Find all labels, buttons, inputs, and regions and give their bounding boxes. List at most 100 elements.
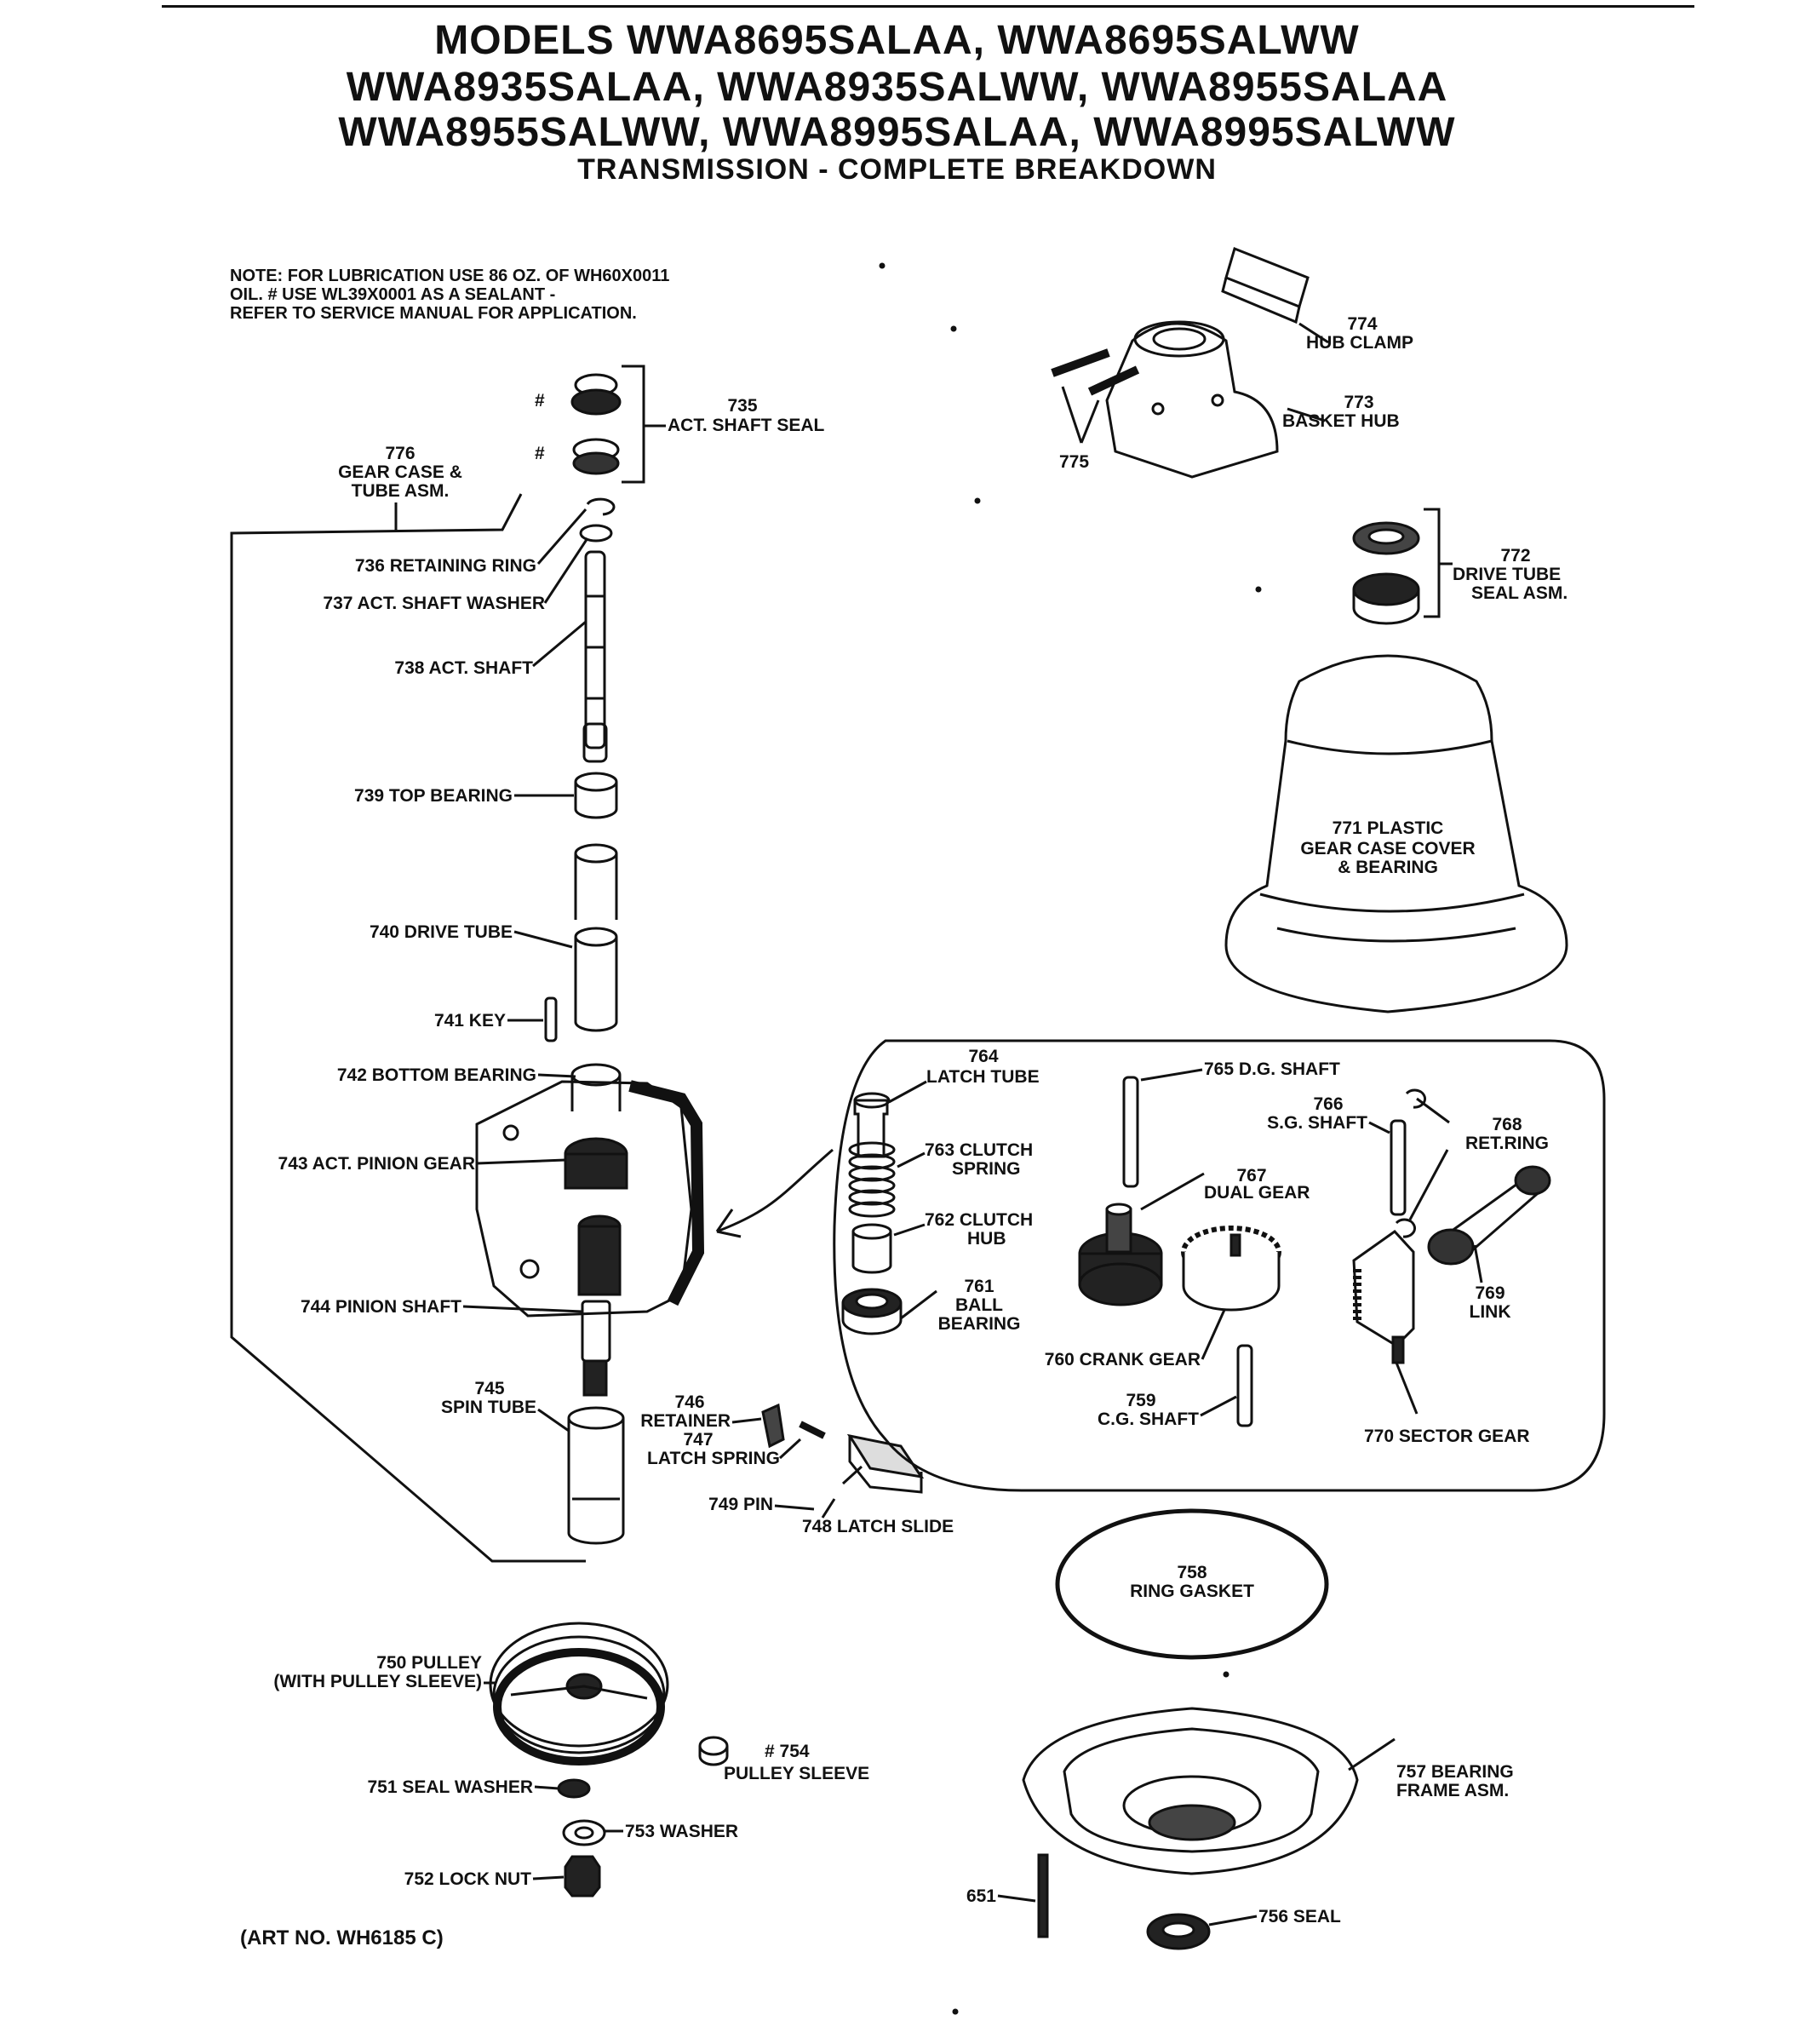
label-776-line1: GEAR CASE & bbox=[338, 462, 462, 482]
label-758-num: 758 bbox=[1177, 1563, 1207, 1582]
note-line-1: NOTE: FOR LUBRICATION USE 86 OZ. OF WH60… bbox=[230, 267, 670, 285]
label-758-name: RING GASKET bbox=[1130, 1582, 1254, 1601]
label-767-num: 767 bbox=[1236, 1166, 1267, 1186]
page-title-line-2: WWA8935SALAA, WWA8935SALWW, WWA8955SALAA bbox=[346, 65, 1448, 110]
label-772-num: 772 bbox=[1500, 546, 1531, 566]
label-752: 752 LOCK NUT bbox=[404, 1869, 531, 1889]
sg-shaft-part[interactable] bbox=[1369, 1121, 1405, 1214]
label-770: 770 SECTOR GEAR bbox=[1364, 1427, 1530, 1446]
lock-nut-part[interactable] bbox=[533, 1857, 599, 1896]
drive-tube-seal-part[interactable] bbox=[1354, 509, 1453, 623]
label-741: 741 KEY bbox=[433, 1011, 506, 1031]
note-line-3: REFER TO SERVICE MANUAL FOR APPLICATION. bbox=[230, 304, 637, 323]
label-776-num: 776 bbox=[385, 444, 416, 463]
label-771-line2: GEAR CASE COVER bbox=[1300, 839, 1476, 858]
label-747-num: 747 bbox=[683, 1430, 714, 1450]
label-773-name: BASKET HUB bbox=[1282, 411, 1400, 431]
label-774-name: HUB CLAMP bbox=[1306, 333, 1413, 353]
label-771-line3: & BEARING bbox=[1338, 858, 1438, 877]
ret-ring-part[interactable] bbox=[1396, 1090, 1449, 1237]
gear-case-bracket bbox=[232, 494, 586, 1561]
label-774-num: 774 bbox=[1347, 314, 1378, 334]
label-761-num: 761 bbox=[964, 1277, 994, 1296]
label-776-line2: TUBE ASM. bbox=[351, 481, 450, 501]
label-738: 738 ACT. SHAFT bbox=[394, 658, 533, 678]
hash-mark-1: # bbox=[535, 391, 545, 411]
screw-651-part[interactable] bbox=[998, 1855, 1047, 1937]
label-759-name: C.G. SHAFT bbox=[1098, 1410, 1199, 1429]
seal-756-part[interactable] bbox=[1148, 1915, 1257, 1949]
clutch-spring-part[interactable] bbox=[850, 1143, 925, 1216]
drive-tube-part[interactable] bbox=[514, 845, 616, 1031]
label-764-name: LATCH TUBE bbox=[926, 1067, 1040, 1087]
label-746-name: RETAINER bbox=[640, 1411, 731, 1431]
label-754-name: PULLEY SLEEVE bbox=[724, 1764, 870, 1783]
page-title-line-3: WWA8955SALWW, WWA8995SALAA, WWA8995SALWW bbox=[338, 110, 1456, 155]
key-part[interactable] bbox=[507, 998, 556, 1041]
label-739: 739 TOP BEARING bbox=[354, 786, 513, 806]
latch-assembly-parts[interactable] bbox=[732, 1405, 921, 1518]
cg-shaft-part[interactable] bbox=[1201, 1346, 1252, 1426]
crank-gear-part[interactable] bbox=[1184, 1228, 1279, 1359]
hub-clamp-part[interactable] bbox=[1223, 249, 1328, 342]
label-768-name: RET.RING bbox=[1464, 1134, 1549, 1153]
gear-case-housing[interactable] bbox=[463, 1065, 698, 1395]
label-775: 775 bbox=[1059, 452, 1090, 472]
label-737: 737 ACT. SHAFT WASHER bbox=[323, 594, 545, 613]
basket-hub-part[interactable] bbox=[1107, 322, 1277, 477]
label-768-num: 768 bbox=[1492, 1115, 1522, 1134]
act-shaft-seal-part[interactable] bbox=[572, 366, 666, 482]
label-769-num: 769 bbox=[1475, 1283, 1505, 1303]
top-bearing-part[interactable] bbox=[514, 773, 616, 818]
label-765: 765 D.G. SHAFT bbox=[1204, 1059, 1340, 1079]
label-744: 744 PINION SHAFT bbox=[300, 1297, 461, 1317]
sector-gear-part[interactable] bbox=[1354, 1232, 1417, 1414]
label-767-name: DUAL GEAR bbox=[1204, 1183, 1310, 1203]
dg-shaft-part[interactable] bbox=[1124, 1070, 1202, 1186]
label-746-num: 746 bbox=[674, 1392, 705, 1412]
washer-part[interactable] bbox=[564, 1821, 623, 1845]
link-part[interactable] bbox=[1429, 1167, 1550, 1283]
label-771-line1: 771 PLASTIC bbox=[1332, 818, 1444, 838]
label-748: 748 LATCH SLIDE bbox=[802, 1517, 954, 1536]
hub-bolts-part[interactable] bbox=[1052, 353, 1325, 443]
inset-outline bbox=[834, 1041, 1604, 1490]
label-745-num: 745 bbox=[474, 1379, 505, 1398]
label-766-name: S.G. SHAFT bbox=[1267, 1113, 1367, 1133]
label-764-num: 764 bbox=[968, 1047, 999, 1066]
label-742: 742 BOTTOM BEARING bbox=[336, 1065, 536, 1085]
dual-gear-part[interactable] bbox=[1080, 1174, 1204, 1305]
act-shaft-part[interactable] bbox=[533, 552, 606, 761]
label-760: 760 CRANK GEAR bbox=[1044, 1350, 1201, 1369]
ball-bearing-part[interactable] bbox=[843, 1289, 937, 1334]
pulley-sleeve-part[interactable] bbox=[700, 1737, 727, 1765]
label-761-line1: BALL bbox=[955, 1295, 1003, 1315]
label-761-line2: BEARING bbox=[937, 1314, 1021, 1334]
label-757-line2: FRAME ASM. bbox=[1396, 1781, 1510, 1800]
label-763-line2: SPRING bbox=[952, 1159, 1021, 1179]
label-751: 751 SEAL WASHER bbox=[367, 1777, 533, 1797]
seal-washer-part[interactable] bbox=[535, 1780, 589, 1797]
label-651: 651 bbox=[966, 1886, 996, 1906]
label-735-num: 735 bbox=[727, 396, 758, 416]
label-747-name: LATCH SPRING bbox=[647, 1449, 780, 1468]
gear-case-cover-part[interactable] bbox=[1226, 656, 1567, 1012]
label-745-name: SPIN TUBE bbox=[440, 1398, 536, 1417]
bearing-frame-part[interactable] bbox=[1023, 1708, 1395, 1874]
label-763-line1: 763 CLUTCH bbox=[925, 1140, 1034, 1160]
page-subtitle: TRANSMISSION - COMPLETE BREAKDOWN bbox=[577, 153, 1217, 186]
label-759-num: 759 bbox=[1126, 1391, 1156, 1410]
art-number: (ART NO. WH6185 C) bbox=[240, 1926, 444, 1949]
label-769-name: LINK bbox=[1469, 1302, 1511, 1322]
page-title-line-1: MODELS WWA8695SALAA, WWA8695SALWW bbox=[434, 18, 1360, 63]
ring-gasket-part[interactable] bbox=[1057, 1511, 1327, 1657]
label-772-line1: DRIVE TUBE bbox=[1453, 565, 1562, 584]
clutch-hub-part[interactable] bbox=[853, 1225, 925, 1272]
label-749: 749 PIN bbox=[708, 1495, 773, 1514]
pulley-part[interactable] bbox=[484, 1623, 668, 1761]
note-line-2: OIL. # USE WL39X0001 AS A SEALANT - bbox=[230, 285, 556, 304]
retaining-ring-part[interactable] bbox=[538, 499, 614, 603]
top-rule bbox=[162, 5, 1694, 8]
spin-tube-part[interactable] bbox=[538, 1408, 623, 1543]
